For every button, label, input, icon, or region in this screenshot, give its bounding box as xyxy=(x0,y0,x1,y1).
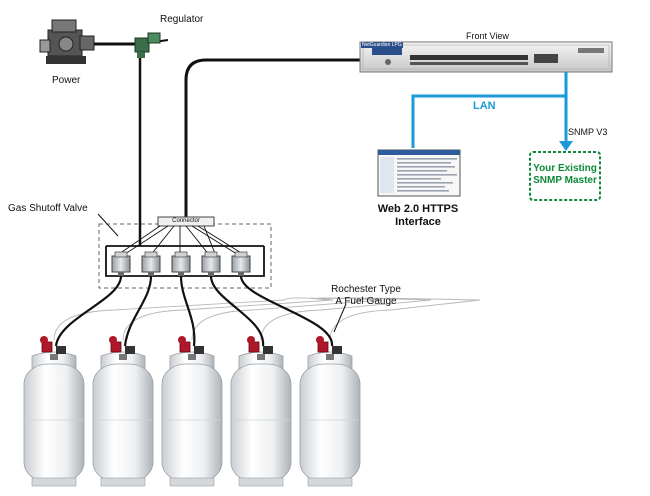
connector-label: Connector xyxy=(172,218,200,224)
web-interface-line2: Interface xyxy=(395,216,441,228)
regulator-label: Regulator xyxy=(160,14,204,25)
gas-manifold xyxy=(105,245,265,277)
gauge-sensor-wire xyxy=(122,297,334,341)
shutoff-valve-icon xyxy=(171,251,191,276)
propane-tank-icon xyxy=(230,336,292,487)
shutoff-valve-icon xyxy=(231,251,251,276)
propane-tank-icon xyxy=(299,336,361,487)
valve-pointer-line xyxy=(97,213,119,237)
snmp-master-line1: Your Existing xyxy=(533,163,597,174)
power-label: Power xyxy=(52,75,81,86)
web-interface-line1: Web 2.0 HTTPS xyxy=(377,203,459,215)
device-brand-label: NetGuardian LPG xyxy=(361,42,403,48)
snmp-v3-label: SNMP V3 xyxy=(568,127,608,137)
front-view-label: Front View xyxy=(466,31,509,41)
generator-icon xyxy=(39,19,95,64)
snmp-master-box xyxy=(529,151,601,201)
gauge-sensor-wire xyxy=(322,297,481,341)
gas-hose xyxy=(209,275,265,347)
gas-shutoff-valve-label: Gas Shutoff Valve xyxy=(8,203,88,214)
propane-tank-icon xyxy=(92,336,154,487)
gas-hose xyxy=(179,275,196,347)
device-cable xyxy=(184,58,362,218)
gas-hose xyxy=(123,275,153,347)
fuel-gauge-line2: A Fuel Gauge xyxy=(335,296,397,307)
propane-tank-icon xyxy=(161,336,223,487)
lan-label: LAN xyxy=(473,100,496,112)
regulator-icon xyxy=(94,32,169,58)
gauge-sensor-wire xyxy=(260,297,432,341)
web-interface-label: Web 2.0 HTTPS Interface xyxy=(368,203,468,229)
gas-hose xyxy=(54,275,123,347)
gauge-sensor-wire xyxy=(53,297,331,341)
shutoff-valve-icon xyxy=(111,251,131,276)
shutoff-valve-icon xyxy=(141,251,161,276)
fuel-gauge-label: Rochester Type A Fuel Gauge xyxy=(318,284,414,308)
lan-arrow-icon xyxy=(559,141,573,151)
connector-wires xyxy=(115,225,247,257)
fuel-gauge-line1: Rochester Type xyxy=(331,284,401,295)
web-interface-screenshot-icon xyxy=(377,149,461,197)
snmp-master-label: Your Existing SNMP Master xyxy=(531,163,599,187)
snmp-master-line2: SNMP Master xyxy=(533,175,597,186)
gauge-sensor-wire xyxy=(191,297,383,341)
gauge-pointer-line xyxy=(333,303,347,333)
shutoff-valve-icon xyxy=(201,251,221,276)
gas-hose xyxy=(239,275,334,347)
lan-network xyxy=(411,72,573,151)
propane-tank-icon xyxy=(23,336,85,487)
